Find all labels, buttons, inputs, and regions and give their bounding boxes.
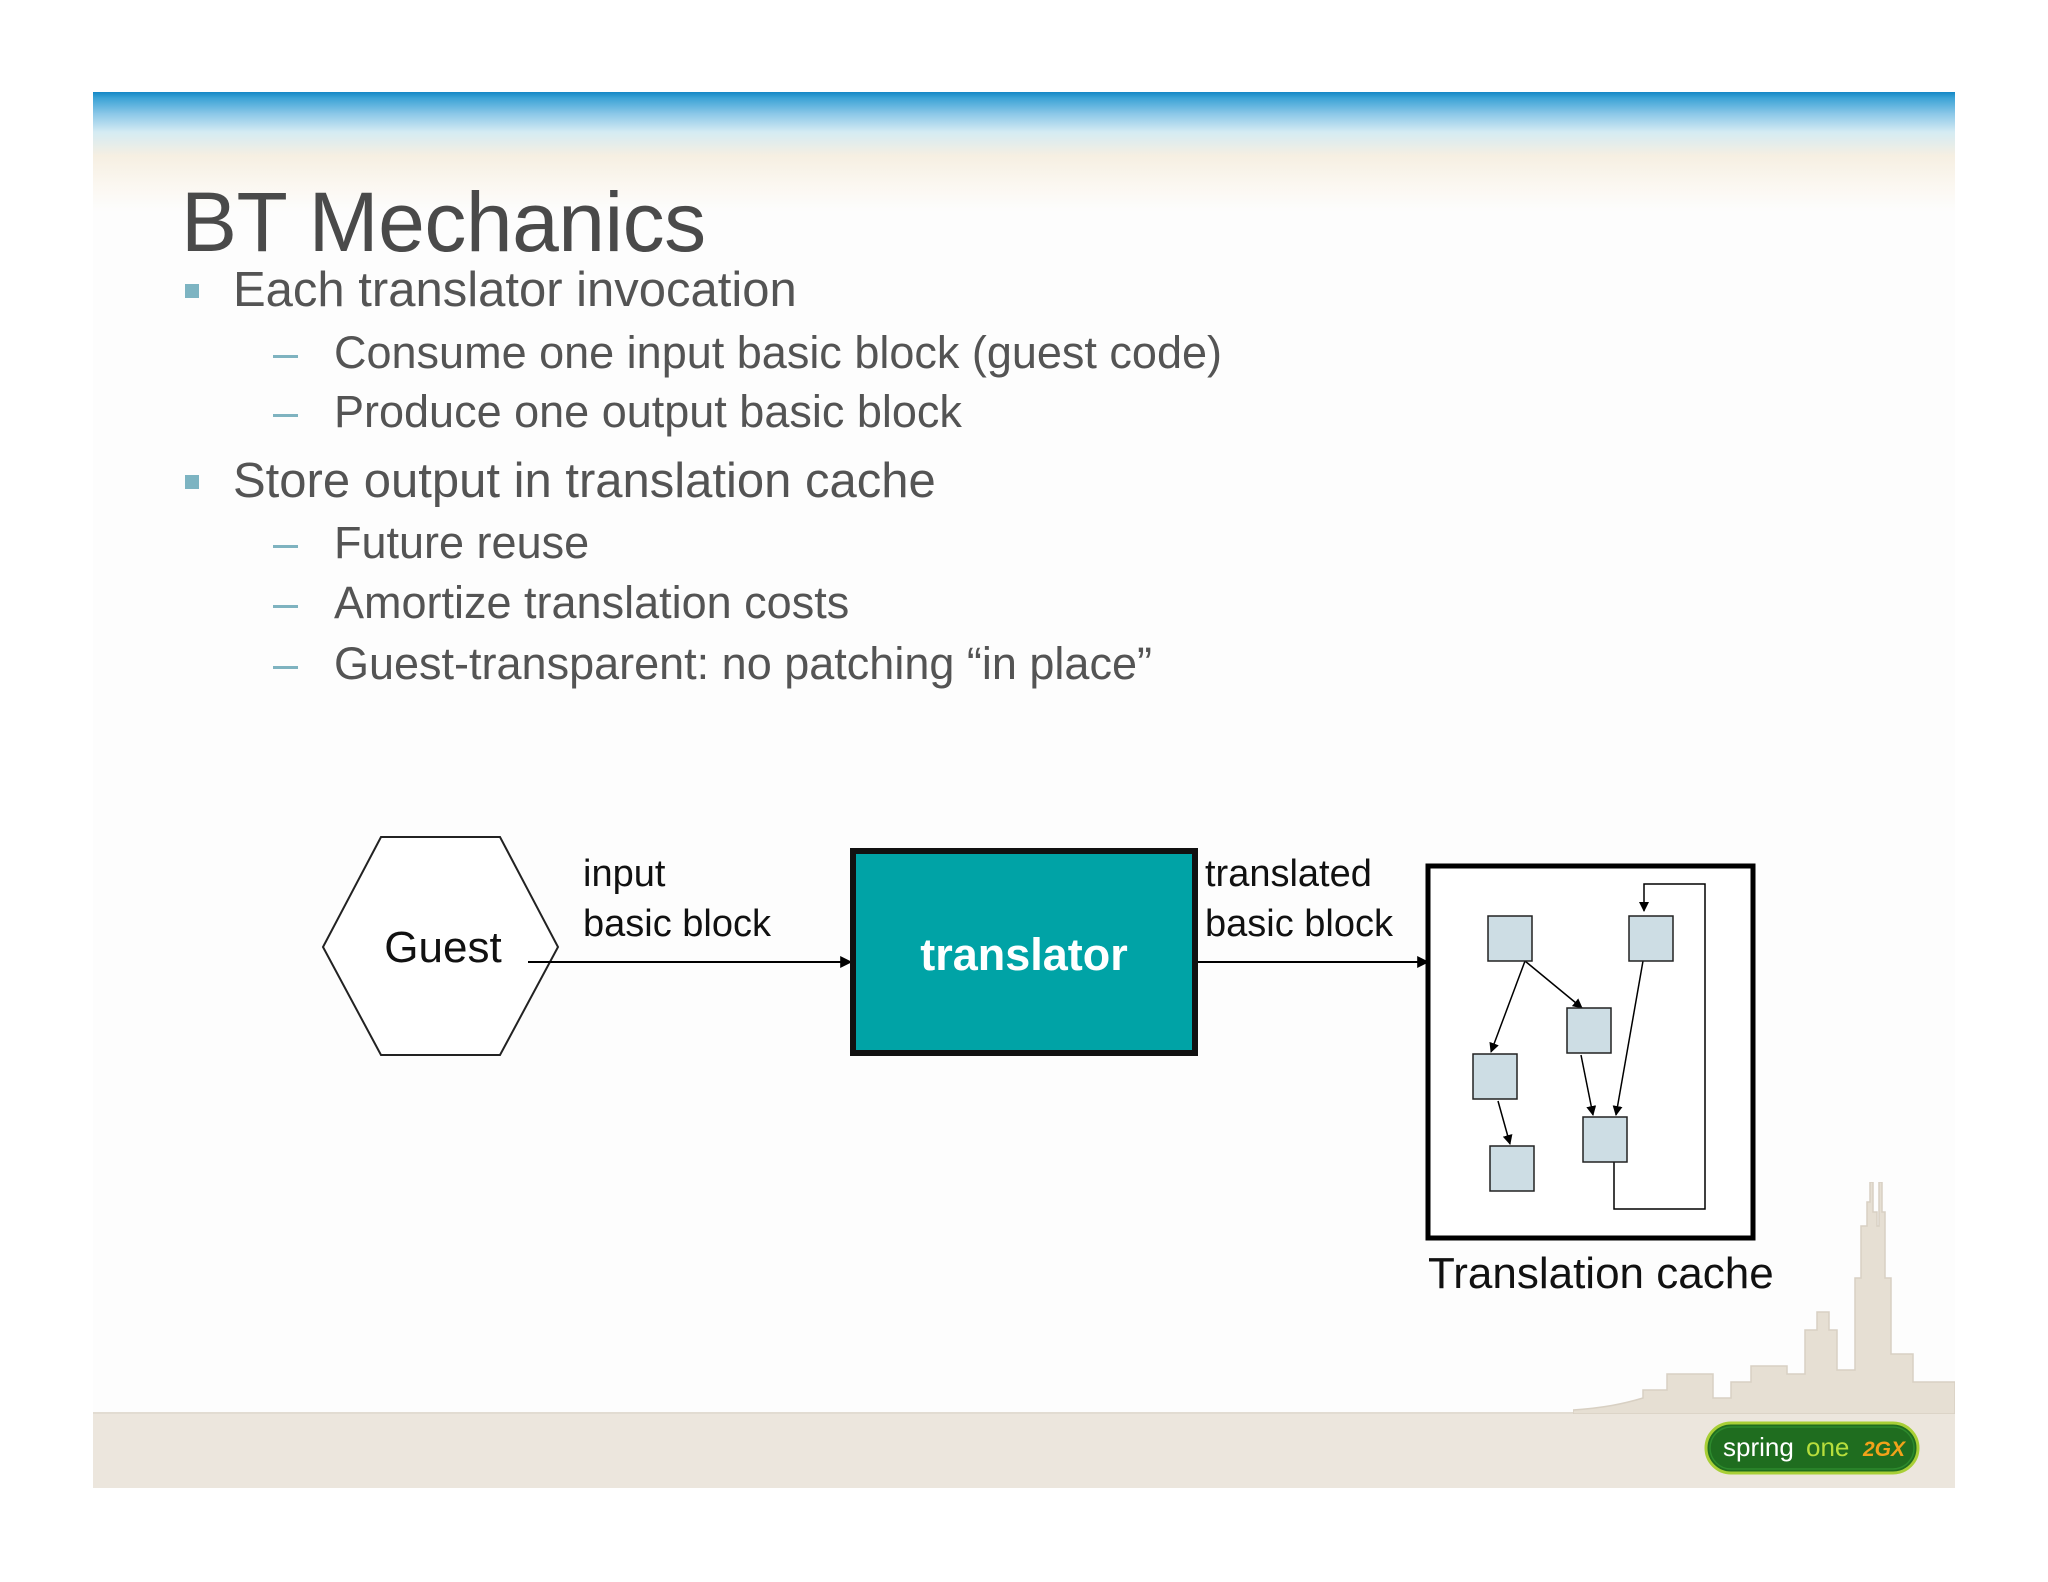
city-skyline-graphic bbox=[1573, 1182, 1955, 1414]
slide: spring one 2GX BT Mechanics Each transla… bbox=[93, 92, 1955, 1488]
dash-icon: – bbox=[273, 327, 299, 378]
sub-bullet-text: Consume one input basic block (guest cod… bbox=[334, 327, 1223, 378]
header-gradient-band bbox=[93, 92, 1955, 212]
logo-one-text: one bbox=[1806, 1432, 1849, 1462]
sub-bullet-text: Produce one output basic block bbox=[334, 386, 962, 437]
logo-version-text: 2GX bbox=[1862, 1438, 1907, 1461]
guest-hexagon bbox=[321, 836, 560, 1056]
springone-2gx-logo: spring one 2GX bbox=[1704, 1421, 1920, 1475]
edge bbox=[1497, 1100, 1513, 1145]
cache-block bbox=[1487, 915, 1533, 962]
edge bbox=[1580, 1054, 1597, 1116]
edge bbox=[1489, 960, 1526, 1053]
logo-spring-text: spring bbox=[1723, 1432, 1794, 1462]
dash-icon: – bbox=[273, 386, 299, 437]
cache-block bbox=[1489, 1145, 1535, 1192]
bt-diagram: Guest input basic block translator trans… bbox=[321, 836, 1774, 1298]
translator-box bbox=[850, 848, 1198, 1056]
translator-label: translator bbox=[920, 929, 1128, 980]
loop-edge bbox=[1613, 883, 1706, 1210]
cache-block bbox=[1472, 1053, 1518, 1100]
cache-block bbox=[1628, 915, 1674, 962]
footer-band bbox=[93, 1412, 1955, 1488]
edge bbox=[1612, 960, 1644, 1116]
sub-bullet-text: Future reuse bbox=[334, 517, 590, 568]
dash-icon: – bbox=[273, 577, 299, 628]
sub-bullet-text: Amortize translation costs bbox=[334, 577, 850, 628]
translation-cache-label: Translation cache bbox=[1428, 1249, 1774, 1298]
input-label-line2: basic block bbox=[583, 903, 772, 945]
bullet-square-icon bbox=[185, 475, 199, 489]
bullet-text: Each translator invocation bbox=[233, 263, 797, 317]
cache-block-graph bbox=[1489, 883, 1706, 1210]
guest-label: Guest bbox=[384, 923, 501, 972]
cache-block bbox=[1566, 1007, 1612, 1054]
cache-block bbox=[1582, 1116, 1628, 1163]
sub-bullet-text: Guest-transparent: no patching “in place… bbox=[334, 638, 1152, 689]
translated-label-line1: translated bbox=[1205, 853, 1372, 895]
input-label-line1: input bbox=[583, 853, 666, 895]
dash-icon: – bbox=[273, 638, 299, 689]
edge bbox=[1524, 960, 1583, 1009]
translated-label-line2: basic block bbox=[1205, 903, 1394, 945]
dash-icon: – bbox=[273, 517, 299, 568]
bullet-square-icon bbox=[185, 284, 199, 298]
page-title: BT Mechanics bbox=[181, 175, 706, 269]
bullet-text: Store output in translation cache bbox=[233, 454, 936, 508]
